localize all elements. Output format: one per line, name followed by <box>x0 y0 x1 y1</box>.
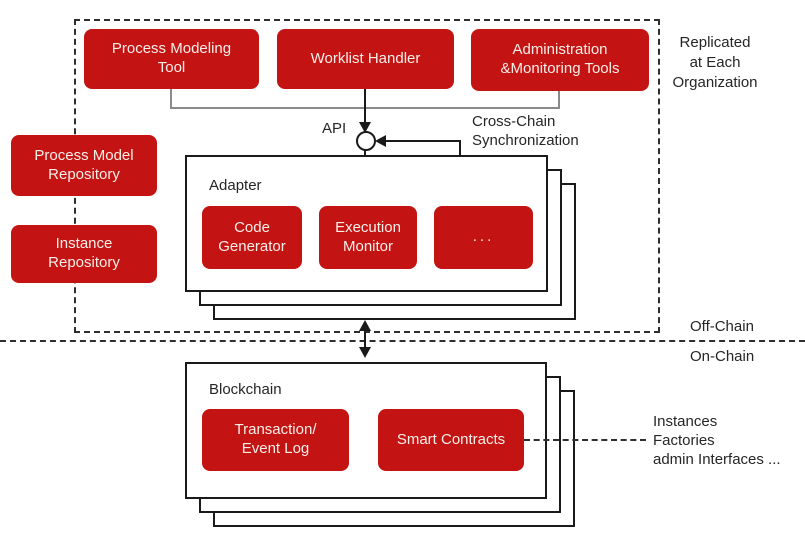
worklist-handler-box: Worklist Handler <box>277 29 454 89</box>
cross-chain-line-horizontal <box>384 140 461 142</box>
transaction-event-log-box: Transaction/ Event Log <box>202 409 349 471</box>
cross-chain-line-vertical <box>459 140 461 156</box>
replicated-note: Replicated at Each Organization <box>664 33 766 93</box>
admin-monitoring-tools-box: Administration &Monitoring Tools <box>471 29 649 91</box>
instances-note-line2: Factories <box>653 432 715 449</box>
code-generator-box: Code Generator <box>202 206 302 269</box>
blockchain-label: Blockchain <box>209 381 282 398</box>
code-generator-line1: Code <box>234 218 270 236</box>
cross-chain-sync-label: Cross-Chain Synchronization <box>472 112 579 150</box>
process-modeling-line1: Process Modeling <box>111 40 232 58</box>
instance-repository-box: Instance Repository <box>11 225 157 283</box>
instances-note-line3: admin Interfaces ... <box>653 451 781 468</box>
process-modeling-line2: Tool <box>157 59 186 76</box>
process-modeling-tool-box: Process Modeling Tool <box>84 29 259 89</box>
arrowhead-up-offchain-icon <box>359 320 371 331</box>
smart-contracts-callout-line <box>524 439 646 441</box>
arrowhead-down-onchain-icon <box>359 347 371 358</box>
transaction-log-line2: Event Log <box>241 440 310 457</box>
smart-contracts-box: Smart Contracts <box>378 409 524 471</box>
chain-bridge-line <box>364 328 366 350</box>
process-model-repo-line2: Repository <box>48 165 120 183</box>
connector-process-modeling-down <box>170 88 172 109</box>
arrowhead-left-into-api-icon <box>375 135 386 147</box>
more-components-ellipsis: ... <box>472 228 495 246</box>
connector-to-api <box>364 88 366 123</box>
execution-monitor-line2: Monitor <box>342 237 394 255</box>
arrowhead-down-into-api-icon <box>359 122 371 133</box>
worklist-handler-line1: Worklist Handler <box>310 49 421 67</box>
chain-divider-dashed-line <box>0 340 805 342</box>
process-model-repository-box: Process Model Repository <box>11 135 157 196</box>
replicated-line1: Replicated <box>679 34 751 51</box>
off-chain-label: Off-Chain <box>690 318 754 335</box>
instances-note-line1: Instances <box>653 413 718 430</box>
cross-chain-line1: Cross-Chain <box>472 113 556 130</box>
on-chain-label: On-Chain <box>690 348 755 365</box>
api-label: API <box>322 120 347 137</box>
adapter-label: Adapter <box>209 177 262 194</box>
api-to-adapter-stub <box>364 149 366 156</box>
admin-monitoring-line2: &Monitoring Tools <box>500 60 620 77</box>
instance-repo-line2: Repository <box>48 254 120 271</box>
process-model-repo-line1: Process Model <box>34 146 134 164</box>
transaction-log-line1: Transaction/ <box>234 421 317 439</box>
admin-monitoring-line1: Administration <box>512 41 608 59</box>
replicated-line2: at Each <box>689 54 741 71</box>
code-generator-line2: Generator <box>218 237 286 255</box>
smart-contracts-line1: Smart Contracts <box>396 430 506 448</box>
execution-monitor-box: Execution Monitor <box>319 206 417 269</box>
replicated-line3: Organization <box>672 74 758 91</box>
instance-repo-line1: Instance <box>55 235 113 253</box>
connector-admin-down <box>558 90 560 109</box>
cross-chain-line2: Synchronization <box>472 132 579 149</box>
execution-monitor-line1: Execution <box>335 218 401 236</box>
api-connector-icon <box>356 131 376 151</box>
instances-note: Instances Factories admin Interfaces ... <box>653 412 781 469</box>
more-components-box: ... <box>434 206 533 269</box>
